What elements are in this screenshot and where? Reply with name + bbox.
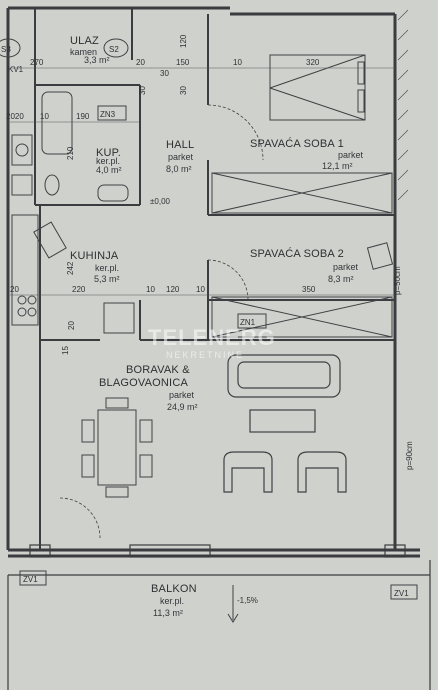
desk-chair	[366, 242, 394, 270]
walls	[6, 6, 420, 558]
room-ulaz-name: ULAZ	[70, 35, 99, 47]
dim-10c: 10	[146, 285, 155, 294]
room-boravak-name-2: BLAGOVAONICA	[99, 377, 188, 389]
balcony	[7, 544, 431, 690]
wall-hatch	[397, 9, 409, 201]
dim-150: 150	[176, 58, 190, 67]
room-kup-name: KUP.	[96, 147, 121, 159]
room-soba1-name: SPAVAĆA SOBA 1	[250, 137, 344, 150]
dim-270: 270	[30, 58, 44, 67]
tag-zv1-left: ZV1	[23, 575, 38, 584]
room-soba2-material: parket	[333, 262, 359, 272]
tag-p50: p=50cm	[393, 266, 402, 295]
room-soba2-area: 8,3 m²	[328, 274, 354, 284]
tag-p90: p=90cm	[405, 441, 414, 470]
room-balkon-area: 11,3 m²	[153, 608, 183, 618]
slope-arrow	[227, 585, 239, 623]
dining-table	[81, 397, 153, 498]
dim-30a: 30	[160, 69, 169, 78]
room-boravak-material: parket	[169, 390, 195, 400]
dim-15: 15	[61, 346, 70, 355]
dim-10d: 10	[196, 285, 205, 294]
kitchen	[11, 214, 135, 334]
dim-20b: 20	[67, 321, 76, 330]
room-hall-area: 8,0 m²	[166, 164, 192, 174]
tag-slope: -1,5%	[237, 596, 258, 605]
tag-zv1-right: ZV1	[394, 589, 409, 598]
dim-210: 210	[66, 146, 75, 160]
dimension-lines	[10, 67, 395, 296]
tag-marks	[0, 38, 418, 600]
dim-20a: 20	[136, 58, 145, 67]
tag-s3: S3	[1, 45, 11, 54]
room-ulaz-area: 3,3 m²	[84, 55, 110, 65]
dim-2020: 2020	[6, 112, 24, 121]
tag-zn1: ZN1	[240, 318, 256, 327]
dim-120: 120	[166, 285, 180, 294]
dim-10a: 10	[233, 58, 242, 67]
room-hall-name: HALL	[166, 139, 194, 151]
room-soba1-material: parket	[338, 150, 364, 160]
room-boravak-area: 24,9 m²	[167, 402, 198, 412]
room-balkon-name: BALKON	[151, 583, 197, 595]
living-furniture	[223, 354, 347, 493]
dim-320: 320	[306, 58, 320, 67]
dim-10b: 10	[40, 112, 49, 121]
room-kuhinja-material: ker.pl.	[95, 263, 119, 273]
room-hall-material: parket	[168, 152, 194, 162]
room-kuhinja-name: KUHINJA	[70, 250, 119, 262]
room-soba2-name: SPAVAĆA SOBA 2	[250, 247, 344, 260]
room-balkon-material: ker.pl.	[160, 596, 184, 606]
room-boravak-name-1: BORAVAK &	[126, 364, 190, 376]
dim-30v: 30	[179, 86, 188, 95]
dim-20l: 20	[10, 285, 19, 294]
room-kuhinja-area: 5,3 m²	[94, 274, 120, 284]
bathroom-fixtures	[11, 91, 129, 202]
dim-220: 220	[72, 285, 86, 294]
dim-190: 190	[76, 112, 90, 121]
tag-level: ±0,00	[150, 197, 171, 206]
tag-kv1: KV1	[8, 65, 24, 74]
watermark-sub: NEKRETNINE	[166, 350, 244, 360]
room-kup-material: ker.pl.	[96, 156, 120, 166]
tag-zn3: ZN3	[100, 110, 116, 119]
wardrobes	[211, 172, 393, 338]
room-ulaz-material: kamen	[70, 47, 97, 57]
room-soba1-area: 12,1 m²	[322, 161, 353, 171]
doors	[59, 104, 264, 539]
dim-350: 350	[302, 285, 316, 294]
watermark-brand: TELENERG	[148, 325, 276, 350]
dim-30v2: 30	[138, 86, 147, 95]
room-kup-area: 4,0 m²	[96, 165, 122, 175]
dim-120v: 120	[179, 34, 188, 48]
dim-242: 242	[66, 261, 75, 275]
bed-1	[269, 54, 366, 121]
tag-s2: S2	[109, 45, 119, 54]
